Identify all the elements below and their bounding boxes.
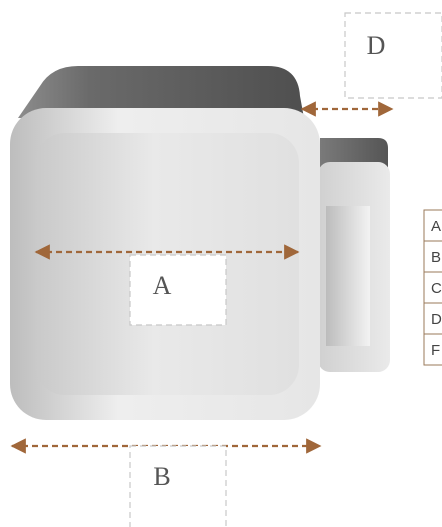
legend-row xyxy=(423,333,442,366)
label-a: A xyxy=(153,271,172,300)
legend-row xyxy=(423,209,442,242)
legend-row xyxy=(423,240,442,273)
legend-row xyxy=(423,302,442,335)
legend-row-label: B xyxy=(431,249,441,266)
mug-handle xyxy=(318,138,390,372)
label-box-a xyxy=(129,254,227,326)
legend-row xyxy=(423,271,442,304)
legend-row-label: F xyxy=(431,342,440,359)
label-box-b xyxy=(129,445,227,527)
label-b: B xyxy=(153,462,170,491)
legend-row-label: A xyxy=(431,218,441,235)
legend-row-label: C xyxy=(431,280,442,297)
legend-row-label: D xyxy=(431,311,442,328)
label-box-d xyxy=(344,12,442,99)
label-d: D xyxy=(367,31,386,60)
mug-top-rim xyxy=(18,66,304,118)
